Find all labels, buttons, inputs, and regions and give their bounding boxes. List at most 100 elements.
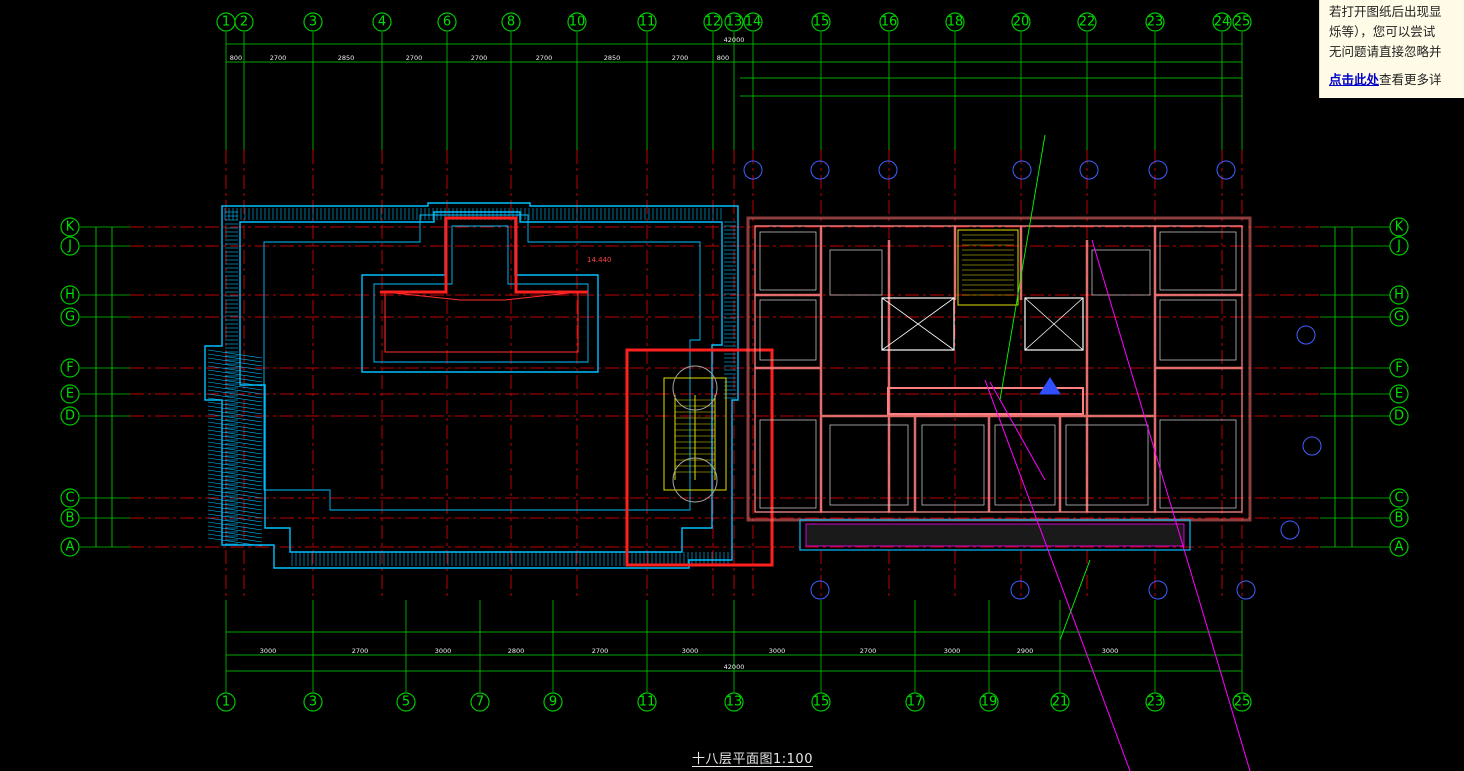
axis-right-label: J [1396,239,1401,254]
roof-hatch [207,509,263,519]
detail-reference-bubble [1236,580,1256,600]
overall-dim-top: 42000 [724,36,745,44]
axis-bottom-label: 3 [309,695,317,710]
roof-hatch [207,457,263,467]
bottom-dim-label: 3000 [1102,647,1119,655]
axis-right-C: C [1389,488,1409,508]
detail-reference-bubble [1302,436,1322,456]
axis-bottom-label: 23 [1147,695,1164,710]
bottom-dim-label: 2700 [352,647,369,655]
axis-right-label: H [1394,288,1404,303]
room-outline [759,299,817,361]
top-dim-label: 800 [717,54,729,62]
axis-bottom-1: 1 [216,692,236,712]
axis-top-1: 1 [216,12,236,32]
notice-line-1: 若打开图纸后出现显 [1329,4,1442,19]
axis-top-3: 3 [303,12,323,32]
axis-top-25: 25 [1232,12,1252,32]
roof-hatch [207,473,263,483]
roof-hatch [207,397,263,407]
axis-bottom-11: 11 [637,692,657,712]
room-outline [994,424,1056,506]
axis-top-label: 13 [726,15,743,30]
axis-bottom-label: 1 [222,695,230,710]
room-outline [1159,231,1237,291]
roof-hatch [207,385,263,395]
room-outline [829,424,909,506]
roof-left-wing [204,202,739,569]
top-dim-label: 2850 [338,54,355,62]
bottom-dim-label: 3000 [769,647,786,655]
axis-right-label: G [1394,310,1404,325]
axis-right-A: A [1389,537,1409,557]
axis-bottom-label: 5 [402,695,410,710]
axis-top-label: 20 [1013,15,1030,30]
roof-hatch [207,373,263,383]
axis-top-label: 1 [222,15,230,30]
axis-right-K: K [1389,217,1409,237]
detail-reference-bubble [1296,325,1316,345]
axis-left-label: K [66,220,75,235]
axis-right-B: B [1389,508,1409,528]
axis-bottom-5: 5 [396,692,416,712]
axis-top-18: 18 [945,12,965,32]
axis-top-11: 11 [637,12,657,32]
roof-hatch [207,361,263,371]
detail-reference-bubble [1079,160,1099,180]
roof-parapet-highlight [380,216,588,294]
axis-left-label: G [65,310,75,325]
central-core [881,229,1084,415]
axis-bottom-label: 11 [639,695,656,710]
roof-hatch [207,417,263,427]
room-outline [759,231,817,291]
detail-reference-bubble [1012,160,1032,180]
top-dim-label: 2700 [672,54,689,62]
roof-hatch [207,377,263,387]
axis-bottom-7: 7 [470,692,490,712]
axis-left-G: G [60,307,80,327]
bottom-dim-label: 3000 [682,647,699,655]
axis-top-8: 8 [501,12,521,32]
roof-hatch [207,533,263,543]
axis-left-A: A [60,537,80,557]
roof-hatch [207,449,263,459]
roof-hatch [207,441,263,451]
axis-right-label: F [1395,361,1402,376]
roof-hatch [207,521,263,531]
detail-reference-bubble [810,160,830,180]
axis-right-label: B [1395,511,1404,526]
notice-more-link[interactable]: 点击此处 [1329,72,1380,87]
top-dim-label: 2700 [471,54,488,62]
axis-left-label: D [65,409,75,424]
room-outline [759,419,817,509]
axis-left-label: C [65,491,74,506]
axis-left-label: F [66,361,73,376]
detail-reference-bubble [1010,580,1030,600]
green-leaders [999,134,1091,641]
detail-reference-bubble [743,160,763,180]
roof-hatch [207,357,263,367]
axis-right-F: F [1389,358,1409,378]
axis-top-16: 16 [879,12,899,32]
notice-line-3: 无问题请直接忽略并 [1329,44,1442,59]
axis-top-14: 14 [743,12,763,32]
detail-reference-bubble [1216,160,1236,180]
axis-top-12: 12 [703,12,723,32]
axis-left-label: E [66,387,74,402]
roof-hatch [207,453,263,463]
axis-left-label: J [67,239,72,254]
axis-right-label: K [1395,220,1404,235]
axis-bottom-label: 9 [549,695,557,710]
axis-bottom-label: 13 [726,695,743,710]
axis-bottom-21: 21 [1050,692,1070,712]
axis-left-K: K [60,217,80,237]
bottom-dim-label: 2700 [860,647,877,655]
roof-hatch [207,365,263,375]
roof-hatch [207,501,263,511]
axis-right-label: C [1394,491,1403,506]
axis-left-J: J [60,236,80,256]
drawing-title: 十八层平面图1:100 [692,752,813,767]
axis-bottom-label: 25 [1234,695,1251,710]
